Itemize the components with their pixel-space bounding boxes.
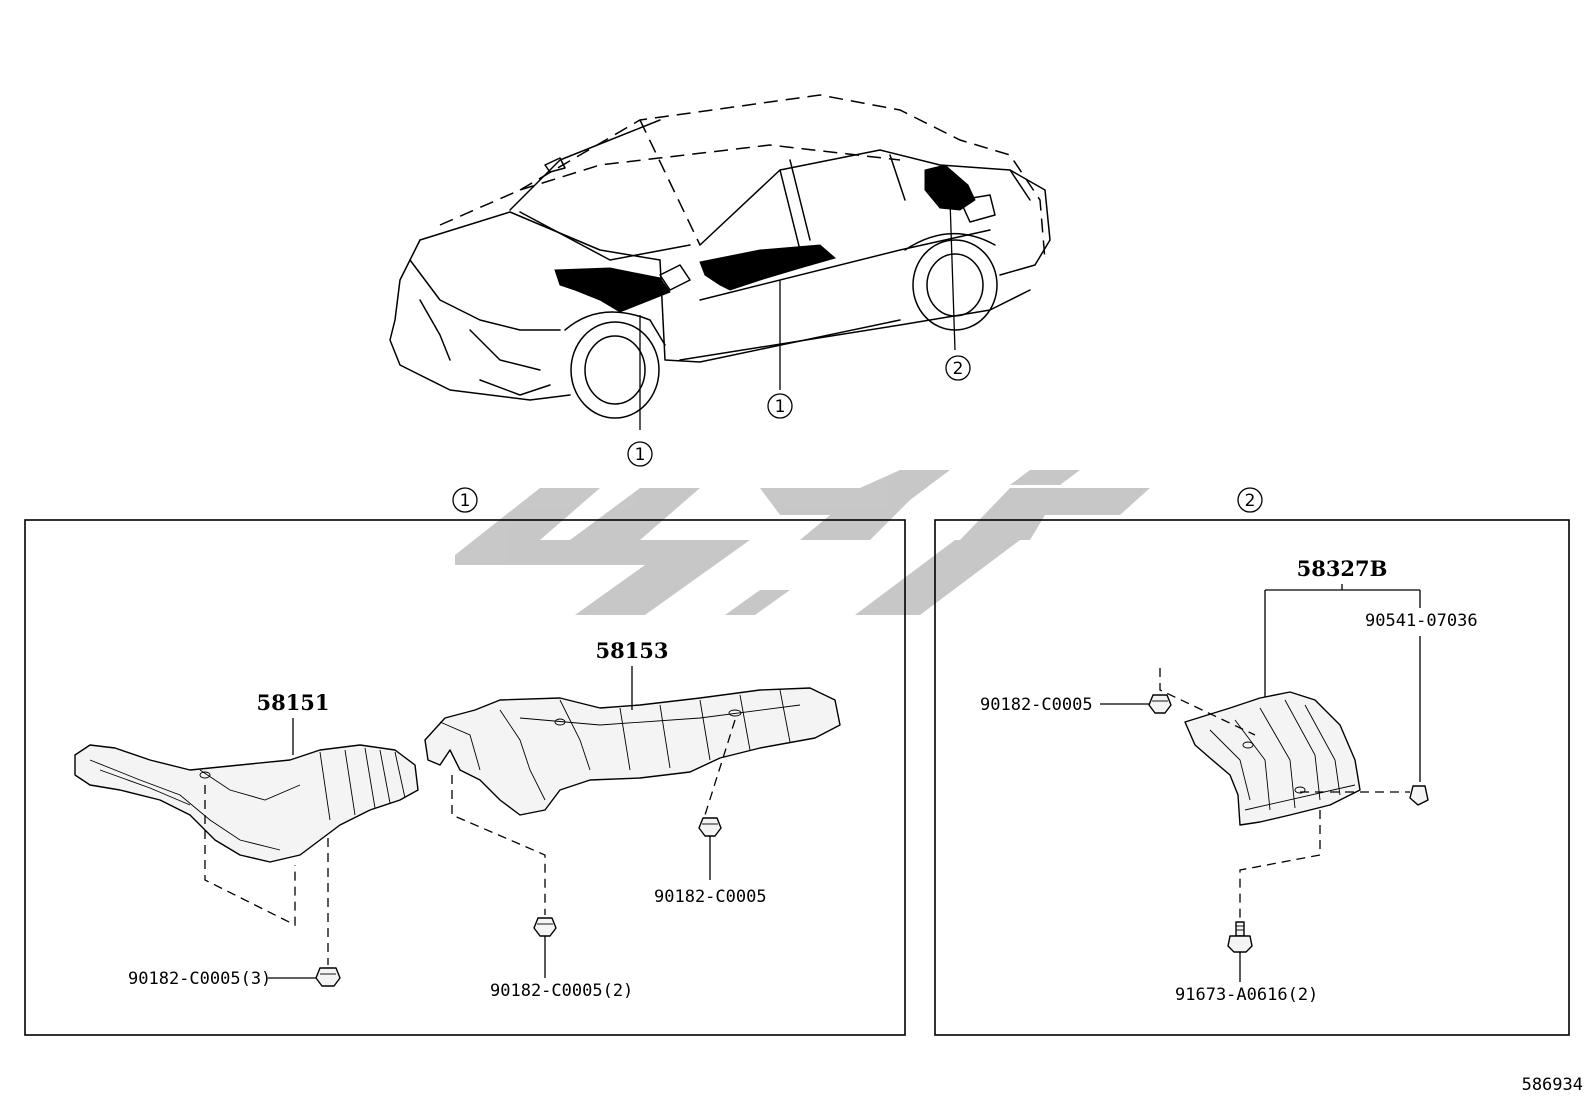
- part-label-90182-C0005-box1: 90182-C0005: [654, 887, 767, 907]
- nut-icon: [315, 967, 341, 987]
- part-label-58153: 58153: [595, 638, 668, 663]
- part-label-90182-C0005-3: 90182-C0005(3): [128, 969, 271, 989]
- part-58151-insulator: [74, 744, 419, 863]
- box-2-frame: [934, 519, 1570, 1036]
- callout-number: 1: [635, 445, 646, 465]
- callout-1-middle: 1: [767, 393, 793, 419]
- part-label-58151: 58151: [256, 690, 329, 715]
- callout-number: 1: [775, 397, 786, 417]
- callout-number: 2: [1245, 491, 1256, 511]
- nut-icon: [533, 917, 557, 937]
- part-label-90182-C0005-box2: 90182-C0005: [980, 695, 1093, 715]
- part-label-91673-A0616-2: 91673-A0616(2): [1175, 985, 1318, 1005]
- part-label-90541-07036: 90541-07036: [1365, 611, 1478, 631]
- part-58153-insulator: [424, 687, 841, 816]
- box-1-callout: 1: [452, 487, 478, 513]
- diagram-id: 586934: [1522, 1075, 1583, 1095]
- callout-number: 2: [953, 359, 964, 379]
- callout-2-rear: 2: [945, 355, 971, 381]
- part-58327B-insulator: [1184, 691, 1361, 826]
- nut-icon: [1148, 694, 1172, 714]
- clip-icon: [1409, 785, 1429, 806]
- box-2-callout: 2: [1237, 487, 1263, 513]
- part-label-58327B: 58327B: [1297, 556, 1388, 581]
- callout-1-front: 1: [627, 441, 653, 467]
- car-illustration: [389, 94, 1051, 430]
- nut-icon: [698, 817, 722, 837]
- callout-number: 1: [460, 491, 471, 511]
- watermark-logo: [455, 470, 1150, 615]
- part-label-90182-C0005-2: 90182-C0005(2): [490, 981, 633, 1001]
- bolt-icon: [1227, 921, 1253, 953]
- box-1-frame: [24, 519, 906, 1036]
